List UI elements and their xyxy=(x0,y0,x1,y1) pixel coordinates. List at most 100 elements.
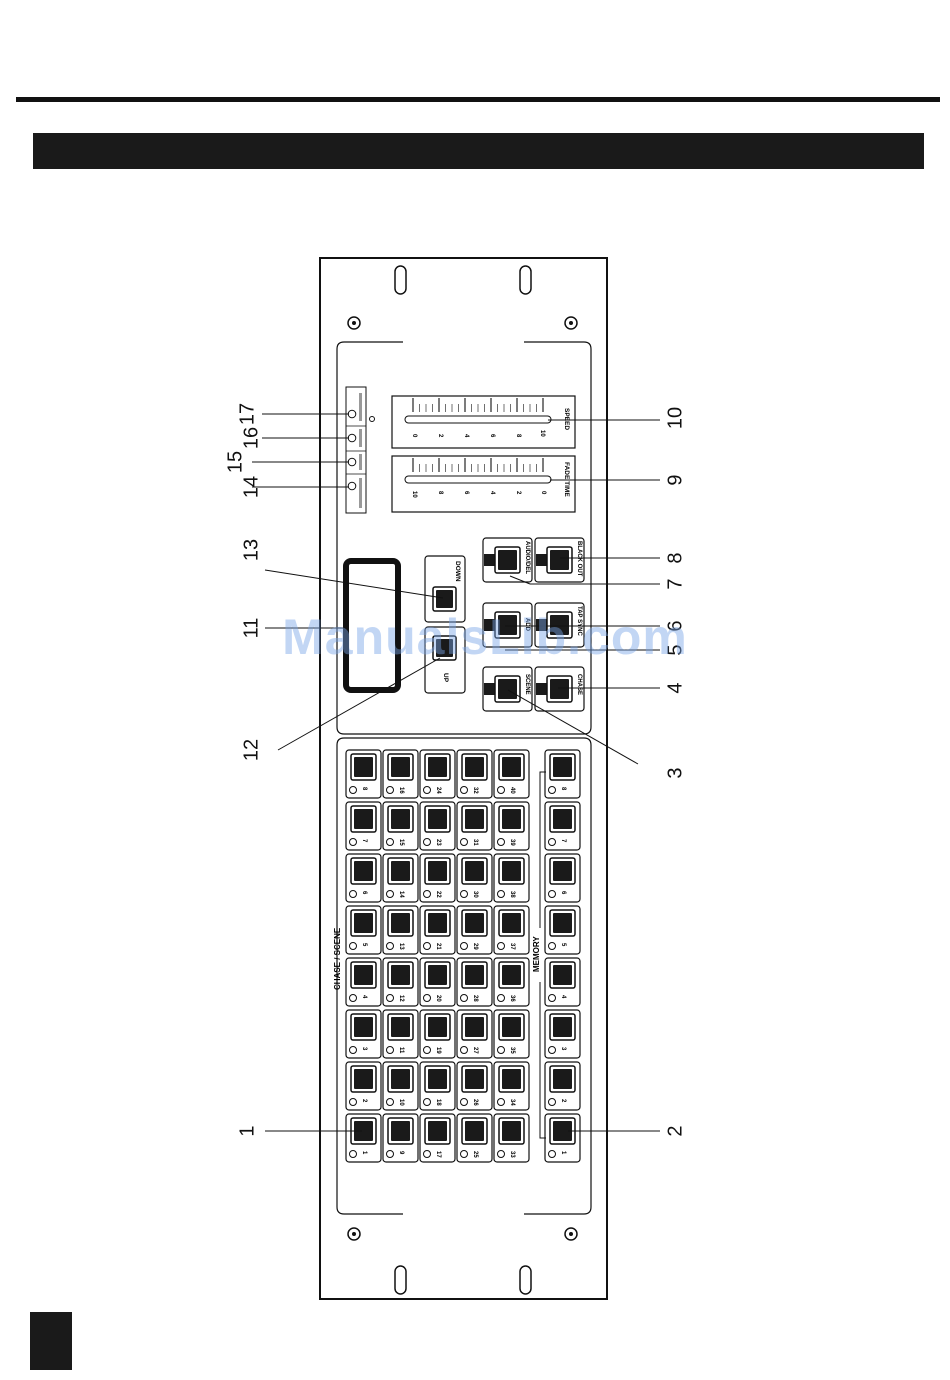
chase-scene-button-35[interactable]: 35 xyxy=(494,1010,529,1058)
chase-scene-button-39[interactable]: 39 xyxy=(494,802,529,850)
chase-scene-button-24[interactable]: 24 xyxy=(420,750,455,798)
chase-scene-button-24-number: 24 xyxy=(435,787,441,794)
chase-scene-button-3-cap xyxy=(354,1017,373,1037)
chase-scene-button-29-led xyxy=(461,943,468,950)
scene-button[interactable]: SCENE xyxy=(483,667,532,711)
chase-scene-button-23[interactable]: 23 xyxy=(420,802,455,850)
callout-number-7: 7 xyxy=(664,578,686,589)
down-button[interactable]: DOWN xyxy=(425,556,465,622)
chase-scene-button-35-number: 35 xyxy=(509,1047,515,1054)
callout-number-5: 5 xyxy=(664,644,686,655)
memory-button-7-cap xyxy=(553,809,572,829)
chase-scene-button-30[interactable]: 30 xyxy=(457,854,492,902)
chase-scene-button-20[interactable]: 20 xyxy=(420,958,455,1006)
chase-scene-button-22[interactable]: 22 xyxy=(420,854,455,902)
chase-scene-button-8-cap xyxy=(354,757,373,777)
chase-scene-button-23-number: 23 xyxy=(435,839,441,846)
chase-scene-button-15[interactable]: 15 xyxy=(383,802,418,850)
chase-scene-button-40[interactable]: 40 xyxy=(494,750,529,798)
memory-button-7[interactable]: 7 xyxy=(545,802,580,850)
chase-scene-button-40-cap xyxy=(502,757,521,777)
chase-scene-button-21-led xyxy=(424,943,431,950)
chase-scene-button-4[interactable]: 4 xyxy=(346,958,381,1006)
chase-scene-button-28[interactable]: 28 xyxy=(457,958,492,1006)
chase-scene-button-1[interactable]: 1 xyxy=(346,1114,381,1162)
chase-scene-button-20-led xyxy=(424,995,431,1002)
chase-scene-button-10-led xyxy=(387,1099,394,1106)
chase-scene-button-40-number: 40 xyxy=(509,787,515,794)
memory-button-8-led xyxy=(549,787,556,794)
chase-scene-button-14[interactable]: 14 xyxy=(383,854,418,902)
memory-button-3-led xyxy=(549,1047,556,1054)
tap-sync-button[interactable]: TAP SYNC xyxy=(535,603,584,647)
memory-button-4-led xyxy=(549,995,556,1002)
memory-button-5[interactable]: 5 xyxy=(545,906,580,954)
chase-scene-button-5[interactable]: 5 xyxy=(346,906,381,954)
callout-number-2: 2 xyxy=(664,1125,686,1136)
chase-scene-button-28-number: 28 xyxy=(472,995,478,1002)
black-out-button[interactable]: BLACK OUT xyxy=(535,538,584,582)
chase-scene-button-25-cap xyxy=(465,1121,484,1141)
chase-scene-button-34[interactable]: 34 xyxy=(494,1062,529,1110)
chase-scene-button-32[interactable]: 32 xyxy=(457,750,492,798)
chase-scene-button-31-led xyxy=(461,839,468,846)
memory-button-3[interactable]: 3 xyxy=(545,1010,580,1058)
fade-time-fader[interactable]: 10 8 6 4 2 0 FADE TIME xyxy=(392,456,575,512)
add-button-indicator-bar xyxy=(484,619,496,631)
chase-scene-button-39-number: 39 xyxy=(509,839,515,846)
memory-button-7-led xyxy=(549,839,556,846)
chase-button[interactable]: CHASE xyxy=(535,667,584,711)
chase-scene-button-31[interactable]: 31 xyxy=(457,802,492,850)
chase-scene-button-14-number: 14 xyxy=(398,891,404,898)
chase-scene-button-24-cap xyxy=(428,757,447,777)
callout-number-9: 9 xyxy=(664,474,686,485)
chase-scene-button-21[interactable]: 21 xyxy=(420,906,455,954)
chase-scene-button-13[interactable]: 13 xyxy=(383,906,418,954)
chase-scene-button-29[interactable]: 29 xyxy=(457,906,492,954)
chase-button-cap xyxy=(550,679,569,699)
chase-scene-button-37-led xyxy=(498,943,505,950)
chase-scene-button-12[interactable]: 12 xyxy=(383,958,418,1006)
chase-scene-button-33-cap xyxy=(502,1121,521,1141)
add-button[interactable]: ADD xyxy=(483,603,532,647)
chase-scene-button-8[interactable]: 8 xyxy=(346,750,381,798)
chase-scene-button-25[interactable]: 25 xyxy=(457,1114,492,1162)
speed-fader[interactable]: 0 2 4 6 8 10 SPEED xyxy=(392,396,575,448)
chase-scene-button-9[interactable]: 9 xyxy=(383,1114,418,1162)
chase-scene-button-31-number: 31 xyxy=(472,839,478,846)
memory-button-4[interactable]: 4 xyxy=(545,958,580,1006)
chase-scene-button-30-number: 30 xyxy=(472,891,478,898)
chase-scene-button-16[interactable]: 16 xyxy=(383,750,418,798)
memory-button-5-cap xyxy=(553,913,572,933)
callout-number-4: 4 xyxy=(664,682,686,693)
chase-scene-button-2[interactable]: 2 xyxy=(346,1062,381,1110)
chase-scene-button-7[interactable]: 7 xyxy=(346,802,381,850)
memory-button-1[interactable]: 1 xyxy=(545,1114,580,1162)
chase-button-label: CHASE xyxy=(576,674,582,695)
chase-scene-button-10[interactable]: 10 xyxy=(383,1062,418,1110)
fade-scale-label: 10 xyxy=(411,491,417,498)
chase-scene-button-26[interactable]: 26 xyxy=(457,1062,492,1110)
memory-button-6[interactable]: 6 xyxy=(545,854,580,902)
memory-button-2[interactable]: 2 xyxy=(545,1062,580,1110)
audio-del-button[interactable]: AUDIO/DEL xyxy=(483,538,532,582)
chase-scene-button-27[interactable]: 27 xyxy=(457,1010,492,1058)
chase-scene-button-3[interactable]: 3 xyxy=(346,1010,381,1058)
memory-button-8[interactable]: 8 xyxy=(545,750,580,798)
chase-scene-button-19[interactable]: 19 xyxy=(420,1010,455,1058)
chase-scene-button-34-number: 34 xyxy=(509,1099,515,1106)
chase-scene-button-2-led xyxy=(350,1099,357,1106)
chase-scene-button-33[interactable]: 33 xyxy=(494,1114,529,1162)
memory-label: MEMORY xyxy=(532,936,541,972)
chase-scene-button-14-cap xyxy=(391,861,410,881)
chase-scene-button-26-number: 26 xyxy=(472,1099,478,1106)
chase-scene-button-11[interactable]: 11 xyxy=(383,1010,418,1058)
chase-scene-button-6[interactable]: 6 xyxy=(346,854,381,902)
chase-scene-button-36[interactable]: 36 xyxy=(494,958,529,1006)
up-button[interactable]: UP xyxy=(425,627,465,693)
chase-scene-button-38[interactable]: 38 xyxy=(494,854,529,902)
chase-scene-button-39-cap xyxy=(502,809,521,829)
chase-scene-button-37[interactable]: 37 xyxy=(494,906,529,954)
chase-scene-button-17[interactable]: 17 xyxy=(420,1114,455,1162)
chase-scene-button-18[interactable]: 18 xyxy=(420,1062,455,1110)
